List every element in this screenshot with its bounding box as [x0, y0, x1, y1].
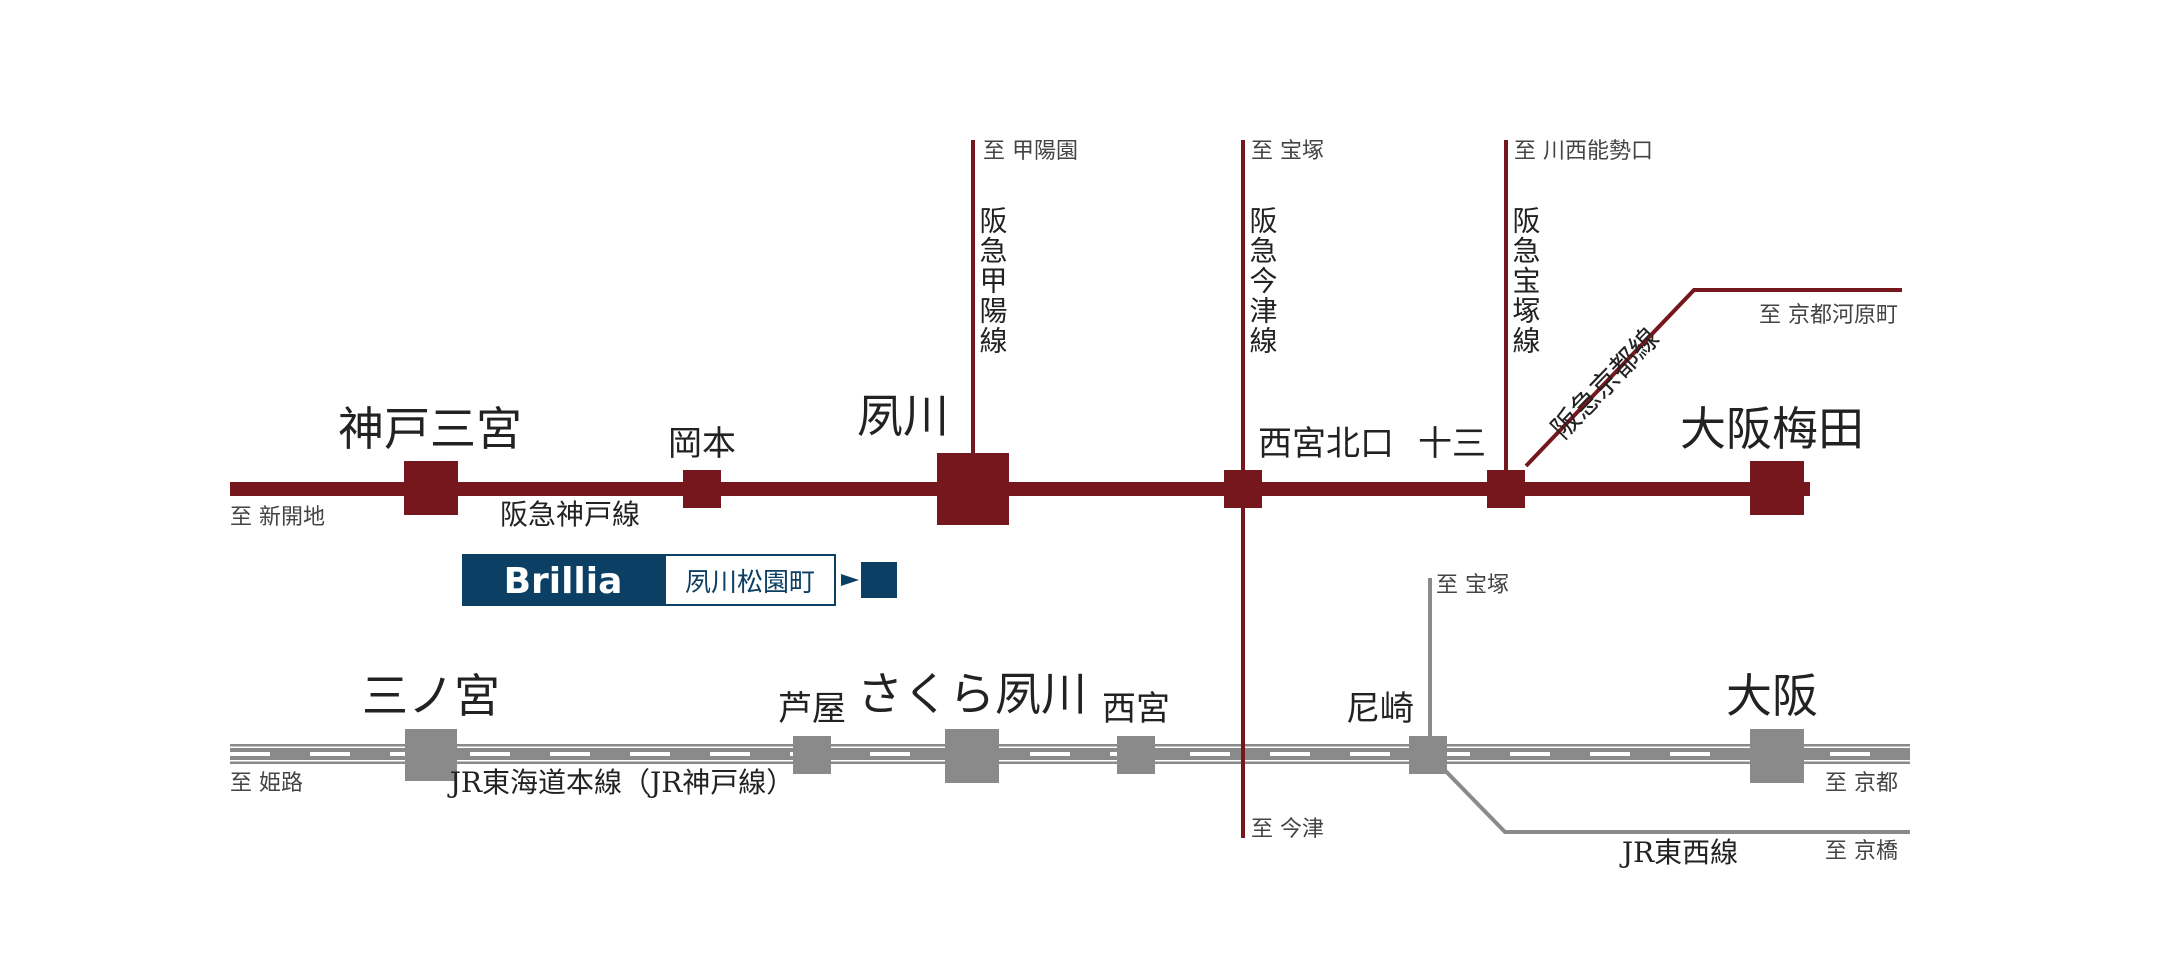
hankyu-kyoto-line	[1524, 288, 1902, 468]
jr-tozai-line	[1428, 753, 1910, 834]
station-label-juso: 十三	[1418, 424, 1486, 464]
property-name: 夙川松園町	[685, 568, 815, 598]
station-marker-sannomiya-jr	[405, 729, 457, 781]
station-marker-sakura-shukugawa	[945, 729, 999, 783]
jr-tokaido-line	[230, 744, 1910, 764]
station-marker-amagasaki	[1409, 736, 1447, 774]
station-marker-okamoto	[683, 470, 721, 508]
station-marker-ashiya	[793, 736, 831, 774]
line-label-hankyu-takarazuka: 阪急宝塚線	[1509, 206, 1542, 356]
station-label-osaka-jr: 大阪	[1726, 669, 1818, 723]
brand-logo: Brillia	[504, 561, 623, 602]
property-name-box	[664, 554, 836, 606]
station-marker-osaka-umeda	[1750, 461, 1804, 515]
station-label-osaka-umeda: 大阪梅田	[1680, 402, 1864, 456]
line-label-jr-tozai: JR東西線	[1619, 836, 1738, 869]
station-marker-kobe-sannomiya	[404, 461, 458, 515]
direction-takarazuka-jr: 至 宝塚	[1436, 573, 1509, 598]
station-label-shukugawa: 夙川	[857, 389, 949, 443]
line-label-hankyu-kyoto: 阪急京都線	[1545, 322, 1666, 446]
station-marker-nishinomiya-jr	[1117, 736, 1155, 774]
property-label: Brillia 夙川松園町	[462, 554, 897, 606]
station-label-kobe-sannomiya: 神戸三宮	[338, 402, 522, 456]
direction-kawanishi-noseguchi: 至 川西能勢口	[1514, 139, 1653, 164]
station-marker-osaka-jr	[1750, 729, 1804, 783]
pointer-arrow-icon	[841, 574, 859, 586]
direction-imazu: 至 今津	[1251, 817, 1324, 842]
station-label-ashiya: 芦屋	[778, 689, 846, 729]
line-label-hankyu-kobe: 阪急神戸線	[500, 498, 640, 531]
station-marker-nishinomiya-kitaguchi	[1224, 470, 1262, 508]
station-marker-shukugawa	[937, 453, 1009, 525]
brand-logo-box	[462, 554, 665, 606]
line-label-hankyu-imazu: 阪急今津線	[1246, 206, 1279, 356]
hankyu-kobe-line	[230, 482, 1810, 496]
station-label-sakura-shukugawa: さくら夙川	[857, 667, 1087, 721]
direction-kyoto: 至 京都	[1825, 771, 1898, 796]
station-marker-juso	[1487, 470, 1525, 508]
direction-koyoen: 至 甲陽園	[983, 139, 1078, 164]
direction-shinkaichi: 至 新開地	[230, 505, 325, 530]
station-label-nishinomiya-kitaguchi: 西宮北口	[1258, 424, 1394, 464]
direction-kyoto-kawaramachi: 至 京都河原町	[1759, 303, 1898, 328]
direction-himeji: 至 姫路	[230, 771, 303, 796]
direction-takarazuka-hankyu: 至 宝塚	[1251, 139, 1324, 164]
line-label-hankyu-koyo: 阪急甲陽線	[976, 206, 1009, 356]
station-label-okamoto: 岡本	[668, 424, 736, 464]
station-label-nishinomiya-jr: 西宮	[1102, 689, 1170, 729]
property-location-marker	[861, 562, 897, 598]
station-label-amagasaki: 尼崎	[1346, 689, 1414, 729]
line-label-jr-tokaido: JR東海道本線（JR神戸線）	[447, 766, 795, 799]
station-label-sannomiya-jr: 三ノ宮	[362, 669, 500, 723]
direction-kyobashi: 至 京橋	[1825, 839, 1898, 864]
